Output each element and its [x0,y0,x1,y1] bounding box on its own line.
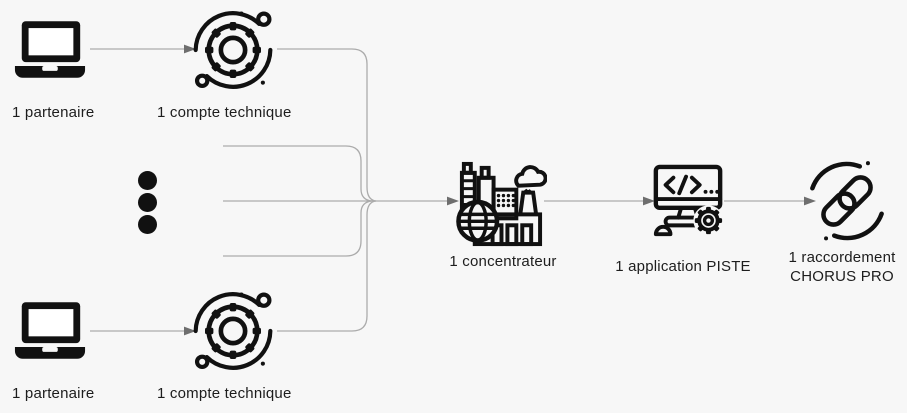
label-partner-bottom: 1 partenaire [12,385,95,402]
arrowheads [184,44,816,336]
chain-link-icon [810,161,884,241]
label-partner-top: 1 partenaire [12,104,95,121]
label-account-top: 1 compte technique [157,104,292,121]
label-chorus-line2: CHORUS PRO [790,268,894,285]
globe-icon [456,199,500,243]
label-concentrator: 1 concentrateur [449,253,557,270]
gear-sync-icon [193,11,273,89]
factory-globe-icon [456,161,547,247]
label-chorus-pro: 1 raccordement CHORUS PRO [772,248,907,286]
laptop-icon [14,302,86,359]
label-piste-app: 1 application PISTE [615,258,751,275]
gear-sync-icon [193,292,273,370]
mini-gear-icon [693,205,724,236]
label-chorus-line1: 1 raccordement [788,249,896,266]
vertical-ellipsis-icon [138,171,157,234]
label-account-bottom: 1 compte technique [157,385,292,402]
laptop-icon [14,21,86,78]
code-monitor-icon [653,164,724,237]
